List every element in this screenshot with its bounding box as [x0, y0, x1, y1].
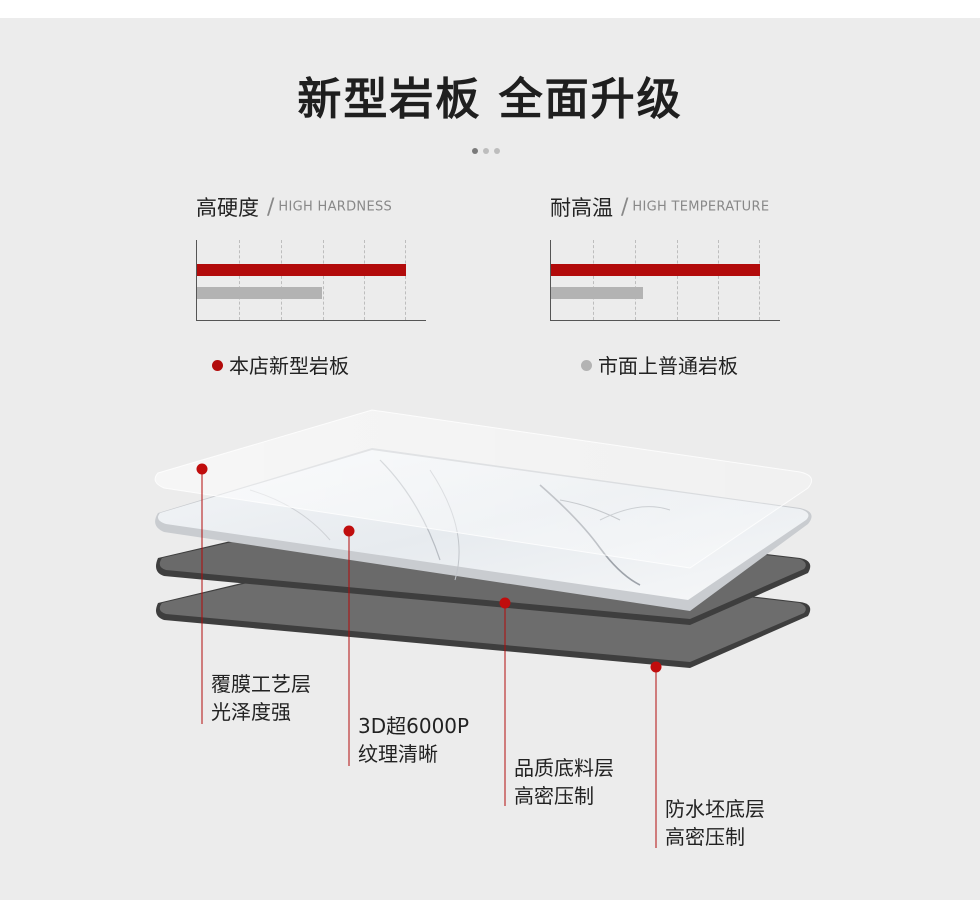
note-line: 覆膜工艺层 — [211, 672, 311, 696]
note-film-layer: 覆膜工艺层 光泽度强 — [211, 670, 311, 726]
callout-dot — [196, 463, 208, 475]
grid-line — [759, 240, 760, 320]
grid-line — [281, 240, 282, 320]
note-line: 品质底料层 — [514, 756, 614, 780]
legend-dot-gray — [581, 360, 592, 371]
metric-label: 高硬度 — [196, 196, 259, 220]
callout-dot — [650, 661, 662, 673]
legend-dot-red — [212, 360, 223, 371]
note-quality-layer: 品质底料层 高密压制 — [514, 754, 614, 810]
grid-line — [593, 240, 594, 320]
bar-chart-hardness — [196, 240, 428, 322]
grid-line — [718, 240, 719, 320]
grid-line — [635, 240, 636, 320]
market-bar — [197, 287, 322, 299]
note-line: 3D超6000P — [358, 714, 470, 738]
dot-indicator — [483, 148, 489, 154]
x-axis — [550, 320, 780, 321]
grid-line — [364, 240, 365, 320]
y-axis — [550, 240, 551, 321]
bar-chart-temperature — [550, 240, 782, 322]
callout-dot — [499, 597, 511, 609]
grid-line — [239, 240, 240, 320]
grid-line — [323, 240, 324, 320]
page-title: 新型岩板 全面升级 — [297, 74, 683, 125]
note-line: 高密压制 — [514, 784, 594, 808]
legend-store: 本店新型岩板 — [212, 350, 349, 379]
dot-indicator-active — [472, 148, 478, 154]
legend-label: 本店新型岩板 — [229, 354, 349, 378]
metric-temperature: 耐高温 /HIGH TEMPERATURE — [550, 192, 910, 222]
note-texture-layer: 3D超6000P 纹理清晰 — [358, 712, 469, 768]
dot-indicator — [494, 148, 500, 154]
grid-line — [405, 240, 406, 320]
y-axis — [196, 240, 197, 321]
metric-slash: / — [621, 194, 629, 220]
note-line: 高密压制 — [665, 825, 745, 849]
metric-slash: / — [267, 194, 275, 220]
metric-label-en: HIGH TEMPERATURE — [632, 199, 770, 215]
note-line: 光泽度强 — [211, 700, 291, 724]
metric-label-en: HIGH HARDNESS — [278, 199, 393, 215]
x-axis — [196, 320, 426, 321]
metric-label: 耐高温 — [550, 196, 613, 220]
legend-market: 市面上普通岩板 — [581, 350, 738, 379]
market-bar — [551, 287, 643, 299]
legend-label: 市面上普通岩板 — [598, 354, 738, 378]
note-line: 防水坯底层 — [665, 797, 765, 821]
film-coating-layer — [154, 409, 813, 569]
store-bar — [551, 264, 760, 276]
note-line: 纹理清晰 — [358, 742, 438, 766]
carousel-dots — [472, 139, 505, 154]
note-waterproof-layer: 防水坯底层 高密压制 — [665, 795, 765, 851]
metric-hardness: 高硬度 /HIGH HARDNESS — [196, 192, 556, 222]
store-bar — [197, 264, 406, 276]
callout-dot — [343, 525, 355, 537]
grid-line — [677, 240, 678, 320]
